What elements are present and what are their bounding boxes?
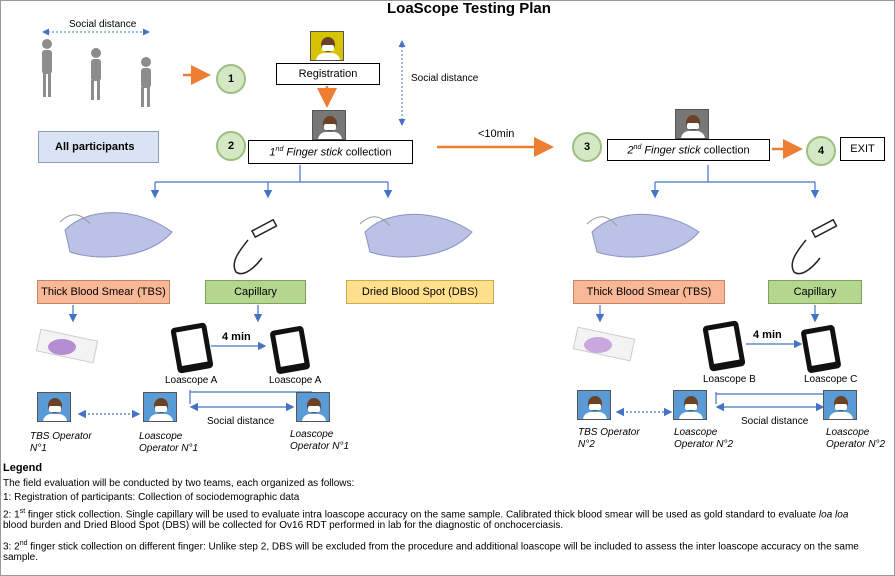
gloved-hands-illustration-left-1 (59, 212, 173, 258)
registration-label: Registration (298, 68, 358, 80)
finger-stick-1-box: 1nd Finger stick collection (248, 140, 413, 164)
all-participants-label: All participants (55, 141, 135, 153)
loascope-operator-right-1-text: Loascope Operator N°2 (674, 427, 734, 450)
tbs-box-left: Thick Blood Smear (TBS) (37, 280, 170, 304)
finger1-sup: nd (275, 145, 284, 153)
legend-item-2-cont: blood burden and Dried Blood Spot (DBS) … (3, 520, 564, 531)
avatar-loascope-operator-right-2 (823, 390, 857, 420)
tbs-operator-label-left: TBS Operator N°1 (30, 431, 92, 455)
loascope-operator-label-right-1: Loascope Operator N°2 (674, 427, 733, 451)
right-branch-connectors (595, 165, 846, 417)
social-distance-label-left: Social distance (207, 416, 275, 427)
time-label-10min: <10min (478, 128, 515, 140)
blood-smear-slide-right (572, 326, 636, 362)
tbs-box-right: Thick Blood Smear (TBS) (573, 280, 725, 304)
capillary-box-left: Capillary (205, 280, 306, 304)
step-circle-1: 1 (216, 64, 246, 94)
legend-item-3-cont: sample. (3, 552, 39, 563)
step-circle-4: 4 (806, 136, 836, 166)
loascope-operator-left-1-text: Loascope Operator N°1 (139, 431, 199, 454)
loascope-operator-label-right-2: Loascope Operator N°2 (826, 427, 885, 451)
legend-intro: The field evaluation will be conducted b… (3, 478, 355, 489)
finger2-rest: collection (700, 144, 750, 157)
social-distance-label-vertical: Social distance (411, 73, 479, 84)
avatar-finger-stick-2 (675, 109, 709, 139)
avatar-registration (310, 31, 344, 61)
blood-smear-slide-left (35, 328, 99, 364)
phone-icon-loascope-a-1 (170, 322, 214, 374)
legend-item-3-a: 3: 2 (3, 541, 20, 553)
avatar-tbs-operator-right (577, 390, 611, 420)
phone-icon-loascope-a-2 (270, 326, 310, 374)
legend-item-2: 2: 1st finger stick collection. Single c… (3, 505, 848, 521)
all-participants-box: All participants (38, 131, 159, 163)
loascope-operator-left-2-text: Loascope Operator N°1 (290, 429, 350, 452)
legend-item-2-sup: st (19, 508, 26, 515)
loascope-operator-right-2-text: Loascope Operator N°2 (826, 427, 886, 450)
phone-icon-loascope-b (702, 320, 746, 372)
tbs-operator-left-text: TBS Operator N°1 (30, 431, 92, 454)
legend-item-3-b: finger stick collection on different fin… (27, 541, 859, 553)
time-label-4min-left: 4 min (222, 331, 251, 343)
phone-icon-loascope-c (801, 325, 841, 373)
avatar-loascope-operator-right-1 (673, 390, 707, 420)
gloved-hands-illustration-right (586, 213, 700, 258)
exit-box: EXIT (840, 137, 885, 161)
legend-item-2-italic: loa loa (818, 509, 849, 521)
legend-item-2-a: 2: 1 (3, 509, 20, 521)
loascope-c-label: Loascope C (804, 374, 858, 385)
finger2-sup: nd (633, 143, 642, 151)
social-distance-label-right: Social distance (741, 416, 809, 427)
legend-item-1: 1: Registration of participants: Collect… (3, 492, 300, 503)
capillary-box-right: Capillary (768, 280, 862, 304)
tbs-operator-right-text: TBS Operator N°2 (578, 427, 640, 450)
loascope-b-label: Loascope B (703, 374, 756, 385)
page-title: LoaScope Testing Plan (387, 0, 551, 17)
capillary-tube-icon-right (791, 218, 838, 275)
step-circle-3: 3 (572, 132, 602, 162)
finger1-rest: collection (342, 146, 392, 159)
legend-item-3: 3: 2nd finger stick collection on differ… (3, 537, 859, 553)
legend-item-3-sup: nd (19, 540, 28, 547)
time-label-4min-right: 4 min (753, 329, 782, 341)
avatar-finger-stick-1 (312, 110, 346, 140)
avatar-loascope-operator-left-1 (143, 392, 177, 422)
finger1-prefix: 1 (269, 146, 276, 159)
loascope-a-label-1: Loascope A (165, 375, 218, 386)
dbs-box-left: Dried Blood Spot (DBS) (346, 280, 494, 304)
people-illustration (42, 39, 151, 107)
loascope-operator-label-left-2: Loascope Operator N°1 (290, 429, 349, 453)
avatar-tbs-operator-left (37, 392, 71, 422)
capillary-tube-icon-left (233, 218, 278, 275)
legend-heading: Legend (3, 462, 43, 474)
finger2-prefix: 2 (627, 144, 634, 157)
loascope-a-label-2: Loascope A (269, 375, 322, 386)
gloved-hands-illustration-left-2 (359, 213, 473, 258)
avatar-loascope-operator-left-2 (296, 392, 330, 422)
loascope-operator-label-left-1: Loascope Operator N°1 (139, 431, 198, 455)
finger2-italic: Finger stick (641, 144, 701, 157)
step-circle-2: 2 (216, 131, 246, 161)
tbs-operator-label-right: TBS Operator N°2 (578, 427, 640, 451)
exit-label: EXIT (850, 143, 875, 155)
finger1-italic: Finger stick (283, 146, 343, 159)
finger-stick-2-box: 2nd Finger stick collection (607, 139, 770, 161)
legend-item-2-b: finger stick collection. Single capillar… (25, 509, 819, 521)
registration-box: Registration (276, 63, 380, 85)
social-distance-label-top: Social distance (69, 19, 137, 30)
